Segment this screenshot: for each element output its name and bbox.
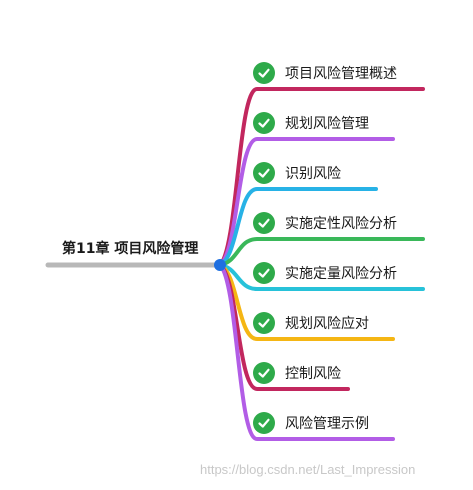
check-circle-icon	[253, 62, 275, 84]
branch-node[interactable]: 项目风险管理概述	[253, 61, 397, 85]
branch-node[interactable]: 实施定性风险分析	[253, 211, 397, 235]
branch-node[interactable]: 识别风险	[253, 161, 341, 185]
branch-label: 规划风险管理	[285, 116, 369, 132]
branch-connector	[218, 137, 395, 267]
branch-label: 控制风险	[285, 366, 341, 382]
root-topic[interactable]: 第11章 项目风险管理	[62, 241, 199, 257]
check-circle-icon	[253, 212, 275, 234]
check-circle-icon	[253, 362, 275, 384]
check-circle-icon	[253, 112, 275, 134]
branch-node[interactable]: 风险管理示例	[253, 411, 369, 435]
check-circle-icon	[253, 262, 275, 284]
branch-label: 识别风险	[285, 166, 341, 182]
check-circle-icon	[253, 162, 275, 184]
check-circle-icon	[253, 312, 275, 334]
branch-node[interactable]: 控制风险	[253, 361, 341, 385]
branch-node[interactable]: 实施定量风险分析	[253, 261, 397, 285]
branch-label: 实施定量风险分析	[285, 266, 397, 282]
branch-label: 项目风险管理概述	[285, 66, 397, 82]
root-node-dot	[214, 259, 226, 271]
branch-node[interactable]: 规划风险应对	[253, 311, 369, 335]
branch-connector	[218, 263, 395, 441]
branch-label: 规划风险应对	[285, 316, 369, 332]
check-circle-icon	[253, 412, 275, 434]
branch-label: 风险管理示例	[285, 416, 369, 432]
branch-node[interactable]: 规划风险管理	[253, 111, 369, 135]
branch-label: 实施定性风险分析	[285, 216, 397, 232]
branch-connector	[218, 187, 378, 267]
watermark-text: https://blog.csdn.net/Last_Impression	[200, 462, 416, 477]
